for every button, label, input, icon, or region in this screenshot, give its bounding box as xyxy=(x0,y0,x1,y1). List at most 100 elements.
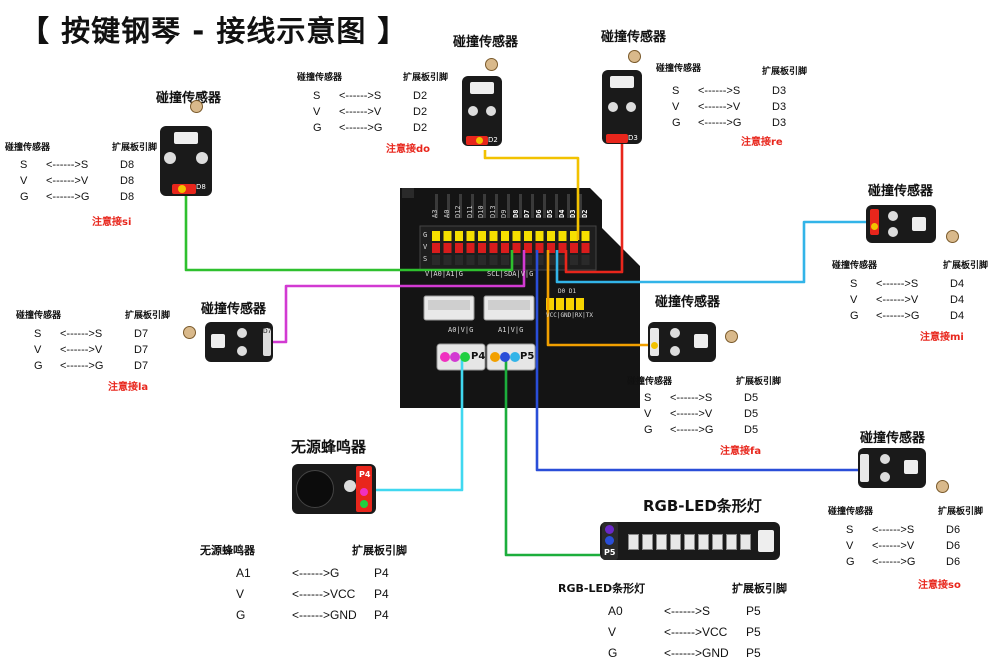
mapping-arrow: <------>V xyxy=(670,408,713,420)
header-pin xyxy=(443,255,452,265)
mapping-pin: D2 xyxy=(413,106,428,118)
board-pin-label: D4 xyxy=(557,209,566,218)
mapping-a: V xyxy=(850,294,858,306)
wire-re xyxy=(564,140,624,274)
sensor-do-col-board: 扩展板引脚 xyxy=(403,73,449,83)
mapping-a: V xyxy=(846,540,854,552)
led-title: RGB-LED条形灯 xyxy=(643,497,762,515)
sensor-so-col-board: 扩展板引脚 xyxy=(938,507,984,517)
board-pin-label: D9 xyxy=(500,209,508,218)
wire-mi xyxy=(555,220,866,284)
mapping-arrow: <------>V xyxy=(876,294,919,306)
sensor-fa-lever-icon xyxy=(725,330,738,343)
mapping-a: V xyxy=(672,101,680,113)
board-pin-label: D7 xyxy=(523,209,531,218)
mapping-pin: P4 xyxy=(374,608,389,622)
mapping-pin: D2 xyxy=(413,122,428,134)
sensor-si-tag: D8 xyxy=(196,183,206,191)
header-pin xyxy=(535,231,544,241)
led-strip-module: P5 xyxy=(600,522,780,560)
board-pin-label: D11 xyxy=(465,205,474,218)
mapping-pin: D4 xyxy=(950,294,965,306)
mapping-a: G xyxy=(236,608,246,622)
header-pin xyxy=(512,255,521,265)
sensor-fa-note: 注意接fa xyxy=(720,446,762,457)
mapping-pin: P5 xyxy=(746,625,761,639)
header-pin xyxy=(558,255,567,265)
led-col-board: 扩展板引脚 xyxy=(732,582,787,595)
header-pin xyxy=(524,255,532,265)
mapping-arrow: <------>S xyxy=(876,278,919,290)
sensor-re-title: 碰撞传感器 xyxy=(601,30,667,45)
led-col-module: RGB-LED条形灯 xyxy=(558,582,646,595)
header-pin xyxy=(581,255,590,265)
mapping-arrow: <------>S xyxy=(664,604,710,618)
board-pin-label: D5 xyxy=(546,209,554,218)
mapping-a: S xyxy=(672,85,680,97)
header-pin xyxy=(432,255,440,265)
uart-label: VCC|GND|RX|TX xyxy=(546,312,593,319)
sensor-re-tag: D3 xyxy=(628,134,638,142)
mapping-a: G xyxy=(34,360,43,372)
sensor-mi-note: 注意接mi xyxy=(920,332,964,343)
board-pin-label: A3 xyxy=(431,209,439,218)
page-title: 【 按键钢琴 - 接线示意图 】 xyxy=(20,14,408,48)
mapping-a: V xyxy=(34,344,42,356)
sensor-do-tag: D2 xyxy=(488,136,498,144)
header-pin xyxy=(570,243,578,253)
sensor-fa-module xyxy=(648,322,716,362)
mapping-pin: P4 xyxy=(374,566,389,580)
header-pin xyxy=(535,255,544,265)
header-pin xyxy=(455,243,463,253)
mapping-arrow: <------>VCC xyxy=(664,625,728,639)
wire-la xyxy=(270,250,526,344)
mapping-pin: P5 xyxy=(746,646,761,660)
mapping-a: A0 xyxy=(608,604,623,618)
header-pin xyxy=(489,243,498,253)
board-pin-label: D6 xyxy=(534,209,543,218)
header-pin xyxy=(512,231,521,241)
sensor-do-col-sensor: 碰撞传感器 xyxy=(297,73,343,83)
mapping-pin: D4 xyxy=(950,278,965,290)
mapping-a: V xyxy=(236,587,245,601)
header-pin xyxy=(443,231,452,241)
p4-dots xyxy=(440,352,470,362)
wire-si xyxy=(184,196,514,272)
sensor-la-note: 注意接la xyxy=(108,382,149,393)
header-pin xyxy=(501,231,509,241)
header-pin xyxy=(478,243,486,253)
sensor-si-lever-icon xyxy=(190,100,203,113)
board-pin-label: D8 xyxy=(511,209,520,218)
sensor-do-module: D2 xyxy=(462,76,502,146)
mapping-pin: D6 xyxy=(946,556,961,568)
sensor-si-note: 注意接si xyxy=(92,217,132,228)
mapping-arrow: <------>V xyxy=(60,344,103,356)
sensor-so-col-sensor: 碰撞传感器 xyxy=(828,507,874,517)
sensor-si-module: D8 xyxy=(160,126,212,196)
led-cell xyxy=(670,534,681,550)
led-cell xyxy=(712,534,723,550)
sensor-la-col-board: 扩展板引脚 xyxy=(125,311,171,321)
mapping-pin: D7 xyxy=(134,328,149,340)
sensor-fa-col-sensor: 碰撞传感器 xyxy=(627,377,673,387)
sensor-si-col-board: 扩展板引脚 xyxy=(112,143,158,153)
sensor-mi-lever-icon xyxy=(946,230,959,243)
mapping-a: V xyxy=(644,408,652,420)
mapping-a: V xyxy=(20,175,28,187)
mapping-arrow: <------>V xyxy=(872,540,915,552)
mapping-a: G xyxy=(644,424,653,436)
connector-2-label: SCL|SDA|V|G xyxy=(487,270,534,278)
header-pin xyxy=(535,243,544,253)
mapping-arrow: <------>V xyxy=(339,106,382,118)
p4-tag: P4 xyxy=(471,351,486,362)
wire-led xyxy=(504,360,600,557)
header-pin xyxy=(466,231,475,241)
wire-fa xyxy=(546,250,650,347)
mapping-pin: D5 xyxy=(744,392,759,404)
mapping-arrow: <------>G xyxy=(876,310,920,322)
mapping-arrow: <------>S xyxy=(698,85,741,97)
sensor-re-col-sensor: 碰撞传感器 xyxy=(656,64,702,74)
mapping-pin: D8 xyxy=(120,159,135,171)
board-row-label: S xyxy=(423,255,428,263)
